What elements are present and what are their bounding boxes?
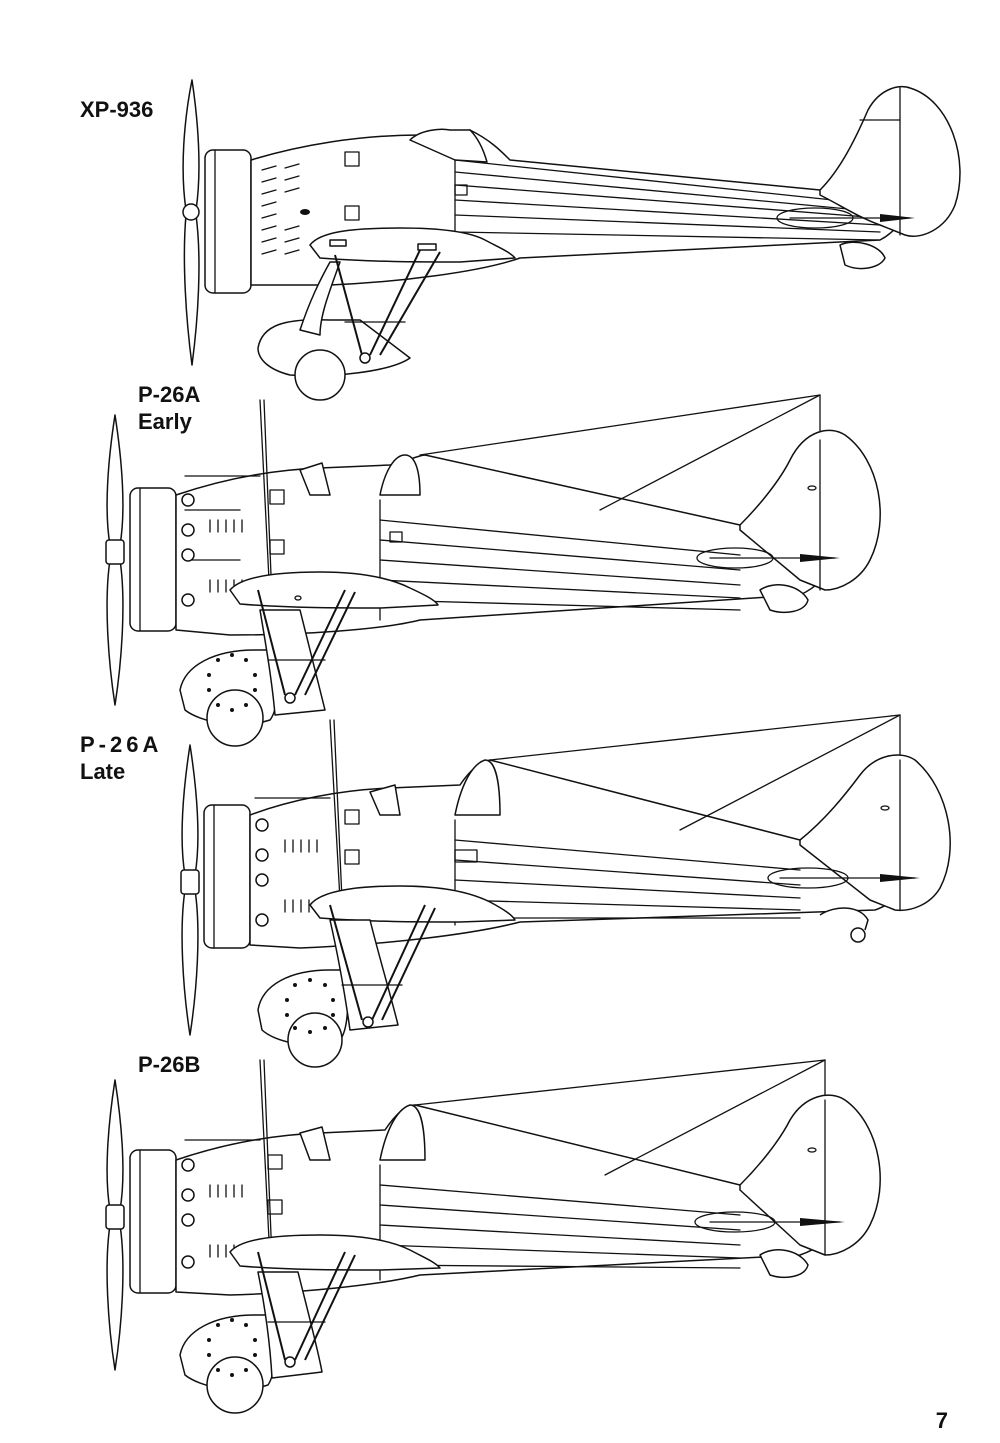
cockpit-headrest: [379, 454, 421, 496]
figure-label-p-26b: P-26B: [138, 1052, 201, 1077]
engine-cowling: [203, 804, 251, 949]
windscreen: [299, 462, 331, 496]
engine-cowling: [129, 487, 177, 632]
page-number: 7: [935, 1408, 948, 1433]
wing: [229, 571, 439, 609]
propeller-blade: [106, 414, 124, 546]
cockpit-canopy: [409, 128, 488, 163]
fuselage: [175, 454, 836, 636]
cockpit-headrest: [379, 1104, 426, 1161]
vertical-tail: [739, 1094, 881, 1256]
wing: [229, 1234, 441, 1271]
engine-cowling: [129, 1149, 177, 1294]
aircraft-p-26a-early: [105, 394, 881, 747]
propeller-blade: [182, 79, 200, 211]
engine-cowling: [204, 149, 252, 294]
figure-label-p-26a-late: P-26A Late: [80, 732, 163, 784]
aircraft-xp-936: [182, 79, 961, 401]
aircraft-p-26b: [105, 1059, 881, 1414]
propeller-blade: [181, 744, 199, 876]
wing: [309, 227, 516, 263]
propeller-blade: [106, 1079, 124, 1211]
figure-label-p-26a-early: P-26A Early: [138, 382, 201, 434]
wheel-pant: [257, 318, 411, 377]
windscreen: [369, 784, 401, 816]
wing: [309, 885, 516, 923]
cockpit-headrest: [454, 759, 501, 816]
figure-label-xp-936: XP-936: [80, 97, 154, 122]
aircraft-p-26a-late: [180, 714, 951, 1068]
vertical-tail: [819, 85, 961, 237]
vertical-tail: [739, 429, 881, 591]
windscreen: [299, 1126, 331, 1161]
